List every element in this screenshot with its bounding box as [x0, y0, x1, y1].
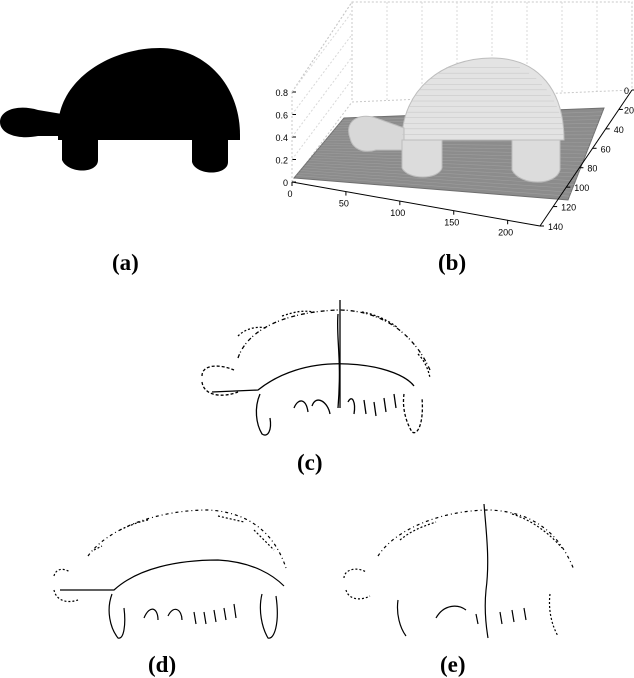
x-tick-label: 0 — [287, 189, 292, 199]
caption-d: (d) — [148, 652, 176, 678]
y-tick-label: 60 — [601, 144, 611, 154]
turtle-silhouette — [0, 40, 250, 180]
x-tick-label: 100 — [390, 208, 405, 218]
edge-map-c — [198, 298, 440, 446]
z-tick-label: 0.4 — [275, 133, 288, 143]
z-tick-label: 0.2 — [275, 156, 288, 166]
y-tick-label: 140 — [548, 222, 563, 232]
x-tick-label: 50 — [339, 199, 349, 209]
caption-b: (b) — [438, 250, 466, 276]
z-tick-label: 0.8 — [275, 88, 288, 98]
y-tick-label: 40 — [614, 125, 624, 135]
z-tick-label: 0.6 — [275, 111, 288, 121]
y-tick-label: 20 — [624, 105, 634, 115]
caption-a: (a) — [112, 250, 139, 276]
y-tick-label: 100 — [574, 183, 589, 193]
z-axis-ticks: 0 0.2 0.4 0.6 0.8 — [275, 88, 296, 188]
caption-c: (c) — [297, 450, 323, 476]
y-tick-label: 120 — [561, 203, 576, 213]
edge-map-d — [48, 500, 298, 648]
x-tick-label: 200 — [498, 227, 513, 237]
z-tick-label: 0 — [283, 178, 288, 188]
y-tick-label: 0 — [624, 86, 629, 96]
edge-map-e — [340, 500, 584, 648]
grid-line — [292, 35, 352, 115]
grid-line — [292, 12, 352, 92]
x-tick-label: 150 — [444, 218, 459, 228]
y-tick-label: 80 — [587, 164, 597, 174]
caption-e: (e) — [440, 652, 466, 678]
